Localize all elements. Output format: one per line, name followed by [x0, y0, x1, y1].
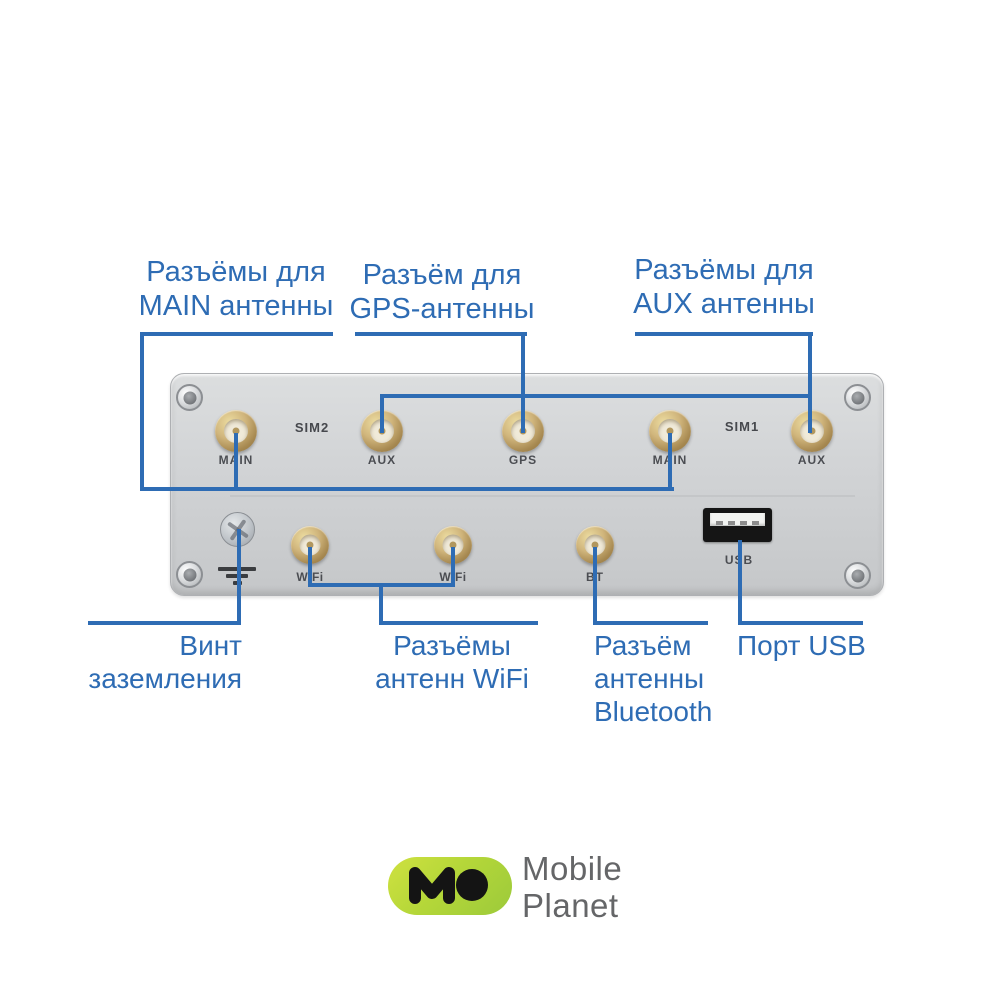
corner-screw-icon [844, 384, 871, 411]
callout-line-usb [738, 540, 742, 625]
brand-name: Mobile Planet [522, 850, 622, 924]
port-label-aux-1: AUX [367, 453, 397, 467]
sma-pin [666, 427, 674, 435]
callout-label-line: Разъёмы [393, 630, 511, 661]
corner-screw-icon [176, 384, 203, 411]
callout-line-gps [355, 332, 527, 336]
sma-pin [232, 427, 240, 435]
callout-line-ground [88, 621, 241, 625]
sma-connector-wifi-1 [291, 526, 329, 564]
callout-label-wifi-antennas: Разъёмы антенн WiFi [362, 629, 542, 695]
sma-pin [591, 541, 599, 549]
sma-connector-aux-2 [791, 410, 833, 452]
callout-label-aux-antenna: Разъёмы для AUX антенны [613, 253, 835, 321]
sim1-label: SIM1 [724, 419, 760, 434]
callout-label-line: Bluetooth [594, 696, 713, 727]
callout-line-main [234, 433, 238, 491]
callout-label-gps-antenna: Разъём для GPS-антенны [331, 258, 553, 326]
callout-line-bluetooth [593, 621, 708, 625]
callout-label-line: Разъём [594, 630, 692, 661]
callout-line-main [140, 332, 144, 491]
usb-port [703, 508, 772, 542]
callout-line-wifi [451, 547, 455, 587]
callout-line-aux [382, 394, 812, 398]
callout-label-line: заземления [88, 663, 242, 694]
panel-seam [230, 495, 855, 497]
callout-line-aux [808, 332, 812, 433]
callout-line-wifi [379, 583, 383, 625]
callout-line-bluetooth [593, 547, 597, 625]
callout-label-ground-screw: Винт заземления [60, 629, 242, 695]
callout-line-main [140, 332, 333, 336]
callout-label-usb-port: Порт USB [737, 629, 907, 662]
callout-label-line: антенны [594, 663, 705, 694]
sma-pin [306, 541, 314, 549]
corner-screw-icon [176, 561, 203, 588]
sma-pin [449, 541, 457, 549]
callout-line-wifi [379, 621, 538, 625]
callout-label-line: AUX антенны [633, 288, 815, 320]
callout-line-aux [635, 332, 813, 336]
sim2-label: SIM2 [294, 420, 330, 435]
callout-line-main [140, 487, 674, 491]
callout-line-ground [237, 529, 241, 625]
callout-label-line: Разъёмы для [146, 256, 326, 288]
mobile-planet-logo [388, 857, 512, 915]
callout-label-line: Винт [179, 630, 242, 661]
usb-tongue [710, 513, 765, 526]
callout-label-line: антенн WiFi [375, 663, 529, 694]
brand-name-line: Mobile [522, 850, 623, 887]
callout-label-bluetooth-antenna: Разъём антенны Bluetooth [594, 629, 764, 728]
callout-label-line: Разъёмы для [634, 254, 814, 286]
corner-screw-icon [844, 562, 871, 589]
sma-pin [808, 427, 816, 435]
port-label-gps: GPS [508, 453, 538, 467]
callout-line-aux [380, 394, 384, 433]
router-back-panel [170, 373, 884, 596]
callout-label-main-antenna: Разъёмы для MAIN антенны [110, 255, 362, 323]
callout-line-usb [738, 621, 863, 625]
callout-line-gps [521, 332, 525, 433]
brand-name-line: Planet [522, 887, 619, 924]
port-label-aux-2: AUX [797, 453, 827, 467]
callout-line-main [668, 433, 672, 491]
callout-label-line: GPS-антенны [349, 293, 535, 325]
logo-monogram [409, 867, 488, 904]
callout-label-line: Порт USB [737, 630, 866, 661]
callout-line-wifi [308, 547, 312, 587]
callout-label-line: MAIN антенны [138, 290, 334, 322]
callout-label-line: Разъём для [362, 259, 522, 291]
